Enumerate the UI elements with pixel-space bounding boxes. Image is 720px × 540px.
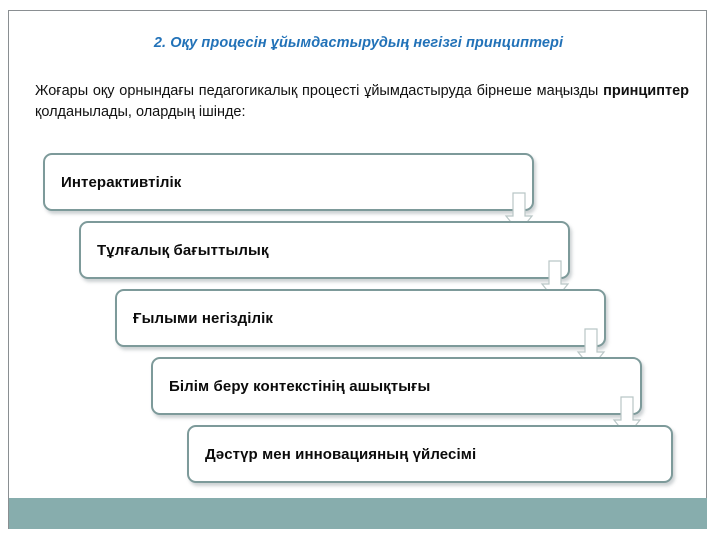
step-box-4[interactable]: Білім беру контекстінің ашықтығы: [151, 357, 642, 415]
page-title: 2. Оқу процесін ұйымдастырудың негізгі п…: [153, 35, 564, 51]
step-label-1: Интерактивтілік: [61, 173, 182, 191]
step-label-2: Тұлғалық бағыттылық: [97, 241, 269, 259]
slide-frame: 2. Оқу процесін ұйымдастырудың негізгі п…: [8, 10, 707, 529]
intro-text-part-1: Жоғары оқу орнындағы педагогикалық проце…: [35, 83, 604, 99]
step-label-4: Білім беру контекстінің ашықтығы: [169, 377, 431, 395]
step-box-5[interactable]: Дәстүр мен инновацияның үйлесімі: [187, 425, 673, 483]
intro-text-emphasis: принциптер: [603, 83, 689, 99]
footer-accent-bar: [9, 498, 707, 529]
intro-text-part-2: қолданылады, олардың ішінде:: [35, 104, 246, 120]
principles-staircase-diagram: Интерактивтілік Тұлғалық бағыттылық Ғылы…: [9, 11, 708, 530]
step-label-5: Дәстүр мен инновацияның үйлесімі: [205, 445, 477, 463]
step-box-1[interactable]: Интерактивтілік: [43, 153, 534, 211]
step-box-2[interactable]: Тұлғалық бағыттылық: [79, 221, 570, 279]
step-box-3[interactable]: Ғылыми негізділік: [115, 289, 606, 347]
step-label-3: Ғылыми негізділік: [133, 309, 274, 327]
intro-paragraph: Жоғары оқу орнындағы педагогикалық проце…: [35, 81, 689, 123]
